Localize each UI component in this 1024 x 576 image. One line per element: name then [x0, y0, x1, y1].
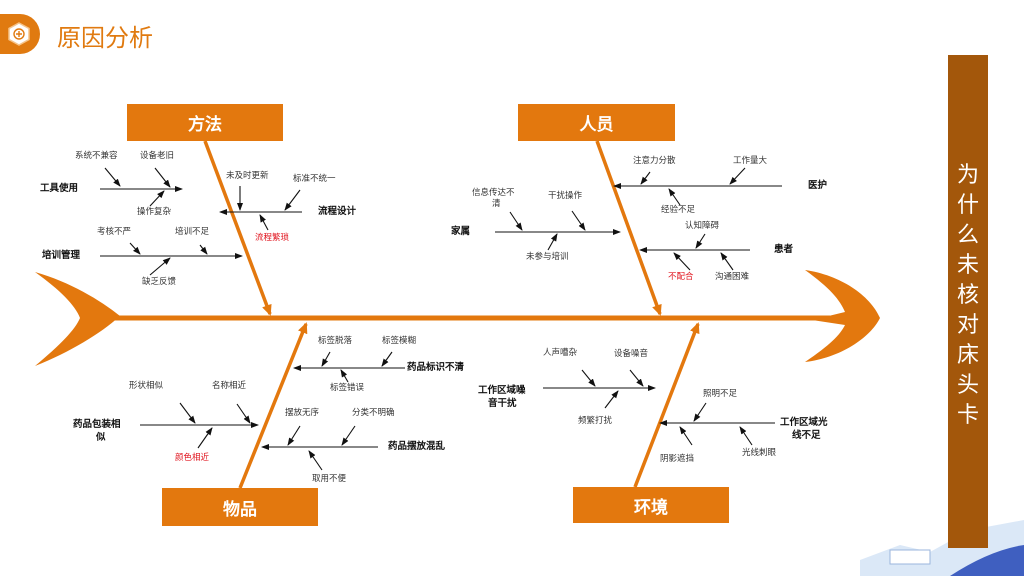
cause-label: 照明不足 — [703, 389, 738, 399]
branch-label: 患者 — [774, 244, 794, 255]
cause-label: 取用不便 — [312, 474, 347, 484]
branch-label: 流程设计 — [318, 206, 357, 217]
problem-text: 为什么未核对床头卡 — [956, 163, 979, 428]
cause-label: 标准不统一 — [293, 174, 336, 184]
branch-label: 工作区域噪 — [478, 385, 526, 396]
cause-label: 摆放无序 — [285, 408, 320, 418]
bone-environment — [633, 322, 700, 488]
hexagon-plus-icon — [8, 22, 30, 46]
cause-label: 光线刺眼 — [742, 448, 777, 458]
cause-label: 流程繁琐 — [255, 233, 290, 243]
cause-label: 人声嘈杂 — [543, 348, 578, 358]
page-title: 原因分析 — [57, 24, 153, 52]
cause-label: 沟通困难 — [715, 272, 750, 282]
category-people: 人员 — [518, 104, 675, 141]
cause-label: 标签脱落 — [318, 336, 353, 346]
cause-label: 未参与培训 — [526, 252, 569, 262]
branch-label: 工具使用 — [40, 183, 79, 194]
branch-label: 药品摆放混乱 — [388, 441, 446, 452]
branch-label: 药品包装相 — [73, 419, 121, 430]
cause-label: 不配合 — [668, 272, 694, 282]
branch-label: 药品标识不清 — [407, 362, 465, 373]
branch-label: 医护 — [808, 180, 828, 191]
bone-method — [203, 140, 272, 316]
branch-label: 家属 — [451, 226, 471, 237]
cause-label: 考核不严 — [97, 227, 132, 237]
category-environment: 环境 — [573, 487, 729, 523]
cause-label: 信息传达不 — [472, 188, 515, 198]
cause-label: 缺乏反馈 — [142, 277, 177, 287]
branch-label: 音干扰 — [488, 398, 517, 409]
cause-label: 工作量大 — [733, 156, 768, 166]
bone-materials — [238, 322, 308, 489]
branch-label: 线不足 — [792, 430, 821, 441]
cause-label: 培训不足 — [175, 227, 210, 237]
cause-label: 系统不兼容 — [75, 151, 118, 161]
cause-label: 标签模糊 — [382, 336, 417, 346]
bone-people — [595, 140, 662, 316]
category-method: 方法 — [127, 104, 283, 141]
cause-label: 颜色相近 — [175, 453, 210, 463]
branch-label: 似 — [96, 432, 106, 443]
cause-label: 认知障碍 — [685, 221, 720, 231]
cause-label: 清 — [492, 199, 501, 209]
cause-label: 频繁打扰 — [578, 416, 613, 426]
cause-label: 形状相似 — [129, 381, 164, 391]
cause-label: 设备老旧 — [140, 151, 175, 161]
branch-label: 工作区域光 — [780, 417, 828, 428]
cause-label: 干扰操作 — [548, 191, 583, 201]
cause-label: 标签错误 — [330, 383, 365, 393]
cause-label: 操作复杂 — [137, 207, 172, 217]
cause-label: 分类不明确 — [352, 408, 395, 418]
problem-statement: 为什么未核对床头卡 — [948, 55, 988, 548]
cause-label: 未及时更新 — [226, 171, 269, 181]
city-illustration — [860, 520, 1024, 576]
cause-label: 阴影遮挡 — [660, 454, 695, 464]
cause-label: 注意力分散 — [633, 156, 676, 166]
branch-label: 培训管理 — [42, 250, 81, 261]
fish-head — [805, 270, 880, 362]
cause-label: 经验不足 — [661, 205, 696, 215]
cause-label: 名称相近 — [212, 381, 247, 391]
cause-label: 设备噪音 — [614, 349, 649, 359]
category-materials: 物品 — [162, 488, 318, 526]
